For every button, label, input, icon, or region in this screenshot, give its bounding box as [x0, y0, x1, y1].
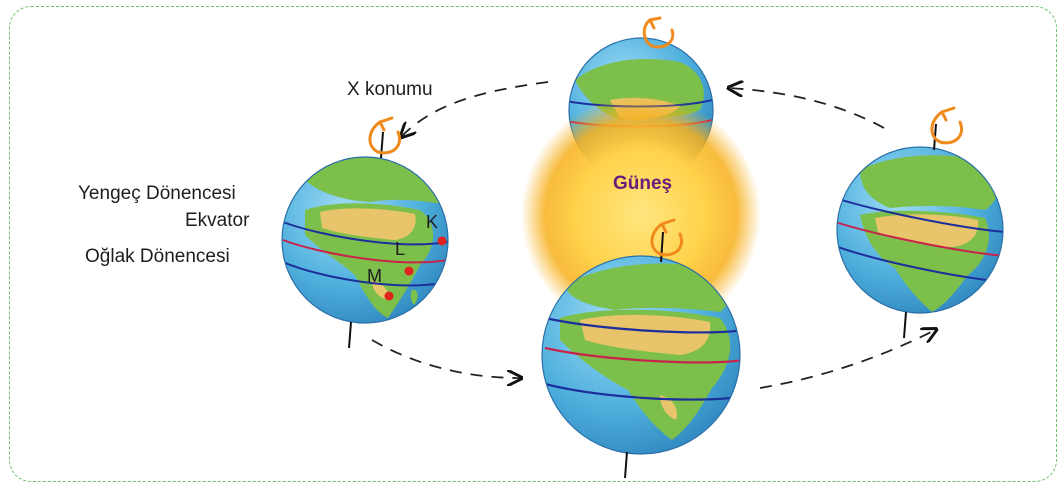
globe-front [541, 231, 741, 479]
rotation-arrow-top [642, 16, 675, 49]
rotation-arrow-right [930, 106, 963, 145]
orbit-path [371, 82, 935, 389]
rotation-arrows [368, 16, 963, 257]
point-m-marker [384, 291, 394, 301]
equator-label: Ekvator [185, 210, 250, 231]
globe-left [281, 131, 449, 349]
rotation-arrow-front [650, 218, 683, 257]
tropic-capricorn-label: Oğlak Dönencesi [85, 246, 230, 267]
tropic-cancer-label: Yengeç Dönencesi [78, 183, 236, 204]
point-m-label: M [367, 266, 382, 286]
point-l-label: L [395, 239, 406, 259]
point-k-label: K [426, 212, 439, 232]
x-position-label: X konumu [347, 79, 433, 100]
globe-right [836, 123, 1004, 339]
rotation-arrow-left [368, 116, 401, 155]
sun-label: Güneş [613, 173, 673, 194]
sun [521, 95, 761, 335]
point-k-marker [437, 236, 447, 246]
point-l-marker [404, 266, 414, 276]
diagram-frame [9, 6, 1057, 482]
